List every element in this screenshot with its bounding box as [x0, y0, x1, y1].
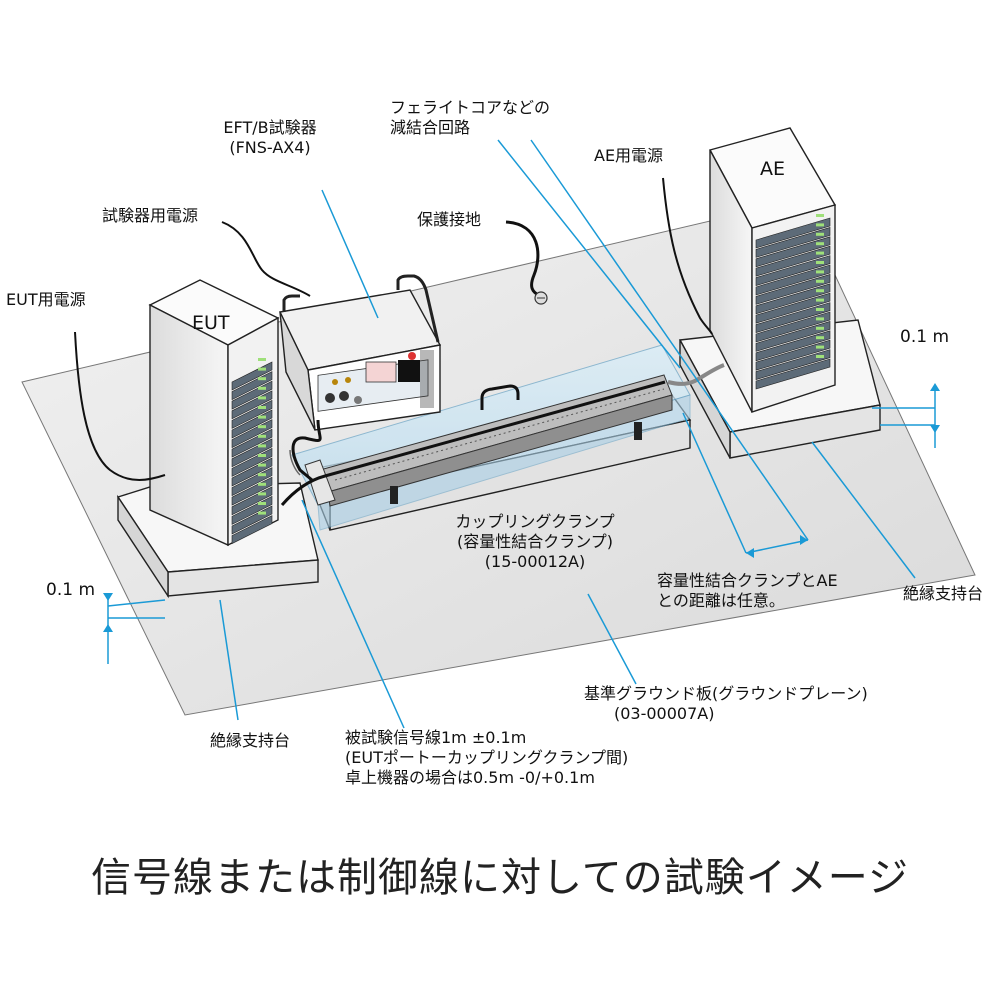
ae-label: AE: [760, 158, 786, 180]
rack-unit-led: [816, 336, 824, 340]
protective-ground-cable: [505, 220, 541, 298]
coupling-clamp-type: (容量性結合クランプ): [456, 532, 613, 551]
rack-unit-led: [816, 355, 824, 358]
rack-unit: [755, 255, 831, 287]
cable-spec-line1: 被試験信号線1m ±0.1m: [345, 728, 527, 747]
coupling-clamp-model: (15-00012A): [484, 552, 586, 571]
rack-unit: [755, 292, 831, 324]
rack-unit-led: [258, 502, 266, 505]
cable-spec-label: 被試験信号線1m ±0.1m (EUTポートーカップリングクランプ間) 卓上機器…: [345, 728, 628, 788]
eut-label: EUT: [192, 312, 230, 334]
rack-unit: [755, 264, 831, 296]
rack-unit-led: [816, 317, 824, 321]
rack-unit-led: [816, 232, 824, 236]
cables: [74, 177, 725, 506]
rack-unit: [755, 339, 831, 371]
cable-spec-line2: (EUTポートーカップリングクランプ間): [345, 748, 629, 767]
rack-unit: [755, 302, 831, 334]
cable-spec-line3: 卓上機器の場合は0.5m -0/+0.1m: [345, 768, 595, 787]
rack-unit-led: [258, 434, 266, 438]
protective-ground-label: 保護接地: [417, 210, 482, 229]
rack-unit: [755, 226, 831, 258]
diagram-caption: 信号線または制御線に対しての試験イメージ: [91, 855, 909, 901]
rack-unit-led: [258, 425, 266, 429]
rack-unit-led: [258, 492, 266, 496]
rack-unit-led: [816, 298, 824, 302]
eut-power-label: EUT用電源: [6, 290, 86, 309]
rack-unit-led: [816, 345, 824, 349]
dimension-right-label: 0.1 m: [900, 327, 949, 347]
ground-plane-name: 基準グラウンド板(グラウンドプレーン): [584, 684, 868, 703]
ferrite-label: フェライトコアなどの 減結合回路: [390, 98, 550, 138]
eut-rack-units: [231, 358, 273, 545]
rack-unit: [755, 245, 831, 277]
rack-unit-led: [258, 511, 266, 515]
rack-unit-led: [258, 482, 266, 486]
rack-unit: [755, 273, 831, 305]
ae-power-cable: [662, 177, 713, 335]
ground-plane-label: 基準グラウンド板(グラウンドプレーン) (03-00007A): [584, 684, 868, 724]
clamp-ae-distance-label: 容量性結合クランプとAE との距離は任意。: [657, 571, 838, 611]
tester-to-clamp-cable: [291, 419, 322, 482]
ae-power-label: AE用電源: [594, 146, 664, 165]
rack-unit-led: [816, 270, 824, 274]
rack-unit-led: [816, 214, 824, 217]
rack-unit-led: [816, 289, 824, 293]
eft-tester-model: (FNS-AX4): [229, 138, 311, 157]
rack-unit: [755, 311, 831, 343]
rack-unit-led: [258, 454, 266, 457]
rack-unit-led: [258, 386, 266, 390]
clamp-ae-distance-line2: との距離は任意。: [657, 591, 785, 610]
rack-unit-led: [258, 473, 266, 477]
coupling-clamp-name: カップリングクランプ: [455, 512, 615, 531]
tester-power-cable: [221, 221, 311, 297]
rack-unit: [755, 330, 831, 362]
signal-cable: [280, 380, 666, 506]
leader-lines: [107, 139, 936, 729]
rack-unit-led: [258, 406, 266, 409]
dimension-left-label: 0.1 m: [46, 580, 95, 600]
rack-unit: [755, 283, 831, 315]
coupling-clamp-label: カップリングクランプ (容量性結合クランプ) (15-00012A): [440, 512, 630, 572]
eft-tester: [278, 274, 442, 431]
rack-unit-led: [816, 223, 824, 227]
ae-signal-cable: [667, 363, 725, 386]
ground-plane-model: (03-00007A): [614, 704, 715, 723]
rack-unit: [755, 349, 831, 381]
rack-unit: [755, 236, 831, 268]
clamp-ae-distance-line1: 容量性結合クランプとAE: [657, 571, 838, 590]
rack-unit: [755, 358, 831, 390]
rack-unit-led: [258, 396, 266, 400]
rack-unit: [231, 515, 273, 545]
rack-unit-led: [258, 377, 266, 381]
rack-unit-led: [816, 326, 824, 330]
ferrite-label-line1: フェライトコアなどの: [390, 98, 551, 117]
ae-rack-units: [755, 214, 831, 390]
insulation-support-right-label: 絶縁支持台: [903, 584, 984, 603]
rack-unit-led: [258, 444, 266, 448]
insulation-support-left-label: 絶縁支持台: [210, 731, 291, 750]
rack-unit-led: [816, 251, 824, 255]
tester-power-label: 試験器用電源: [102, 206, 199, 225]
eut-power-cable: [74, 331, 166, 481]
rack-unit-led: [258, 415, 266, 419]
rack-unit-led: [816, 279, 824, 283]
dimension-arrows: [103, 383, 940, 632]
rack-unit-led: [258, 358, 266, 361]
rack-unit: [755, 320, 831, 352]
rack-unit-led: [258, 463, 266, 467]
eft-tester-label: EFT/B試験器 (FNS-AX4): [205, 118, 335, 158]
rack-unit-led: [816, 242, 824, 246]
rack-unit: [755, 217, 831, 249]
rack-unit-led: [816, 308, 824, 311]
ferrite-label-line2: 減結合回路: [390, 118, 471, 137]
eft-tester-name: EFT/B試験器: [223, 118, 317, 137]
rack-unit-led: [258, 367, 266, 371]
rack-unit-led: [816, 261, 824, 264]
